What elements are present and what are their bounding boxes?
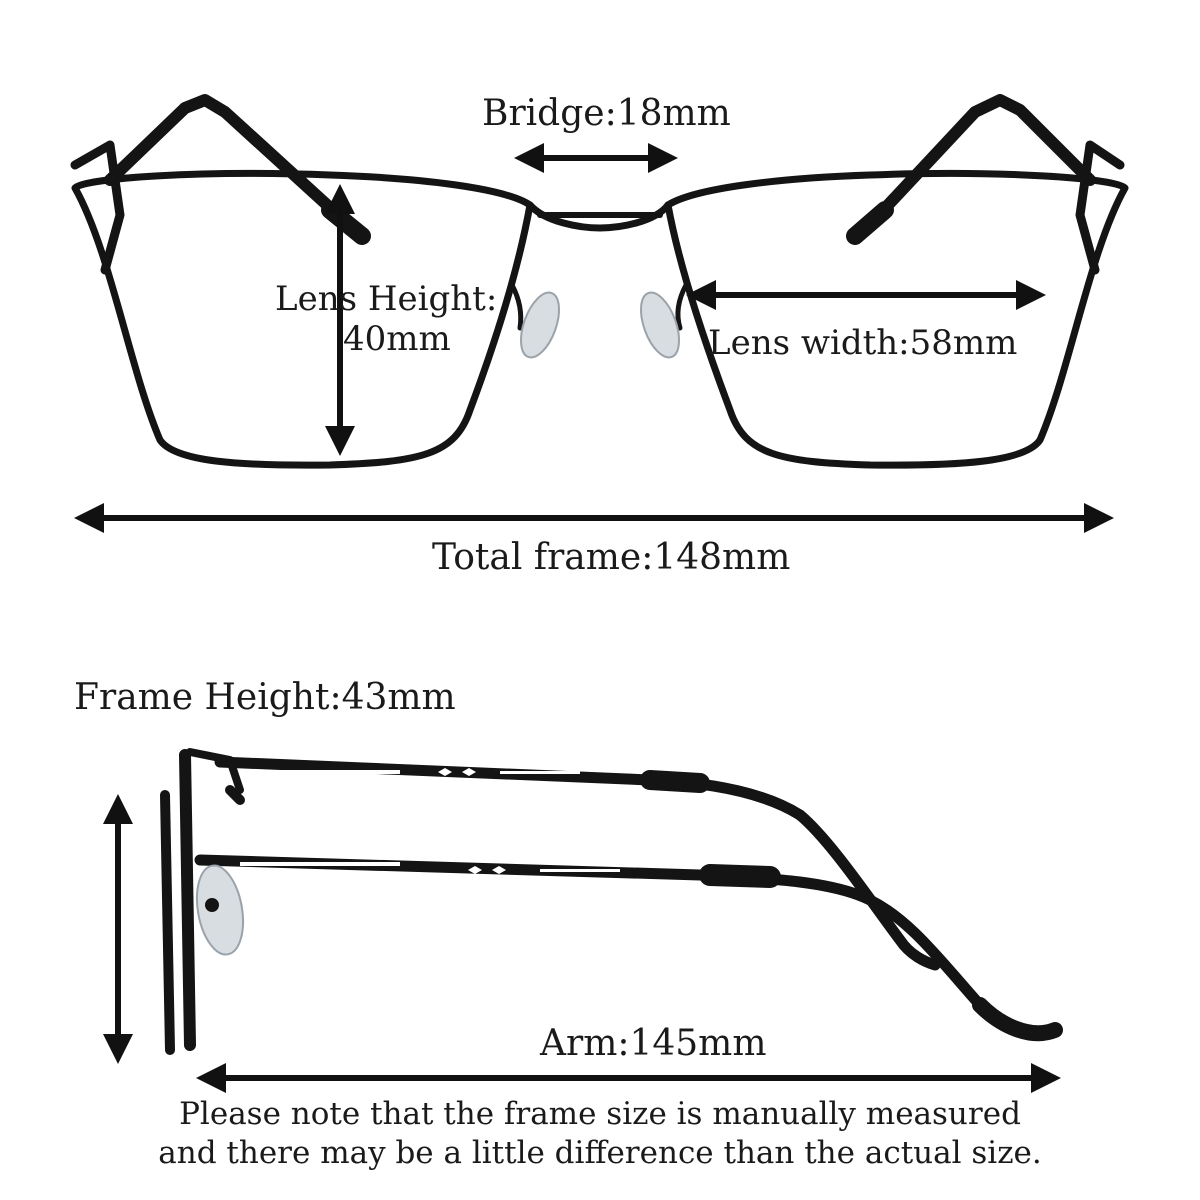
right-pad-arm <box>675 282 689 331</box>
temple-cutouts <box>240 768 620 874</box>
left-temple-arm <box>104 94 366 241</box>
bridge-label: Bridge:18mm <box>482 93 731 134</box>
lens-height-label-line2: 40mm <box>343 319 451 359</box>
disclaimer-line-1: Please note that the frame size is manua… <box>179 1096 1021 1132</box>
front-rim-profile <box>179 749 196 1051</box>
left-nose-pad <box>519 291 561 359</box>
arm-label: Arm:145mm <box>540 1023 767 1064</box>
lens-height-label-line1: Lens Height: <box>275 279 498 319</box>
upper-temple <box>214 756 806 821</box>
left-pad-arm <box>509 282 524 331</box>
lens-width-label: Lens width:58mm <box>708 323 1018 363</box>
left-lens-rim <box>71 169 534 469</box>
front-view-glasses <box>70 94 1129 469</box>
right-nose-pad <box>639 291 681 359</box>
total-frame-label: Total frame:148mm <box>432 537 791 578</box>
right-temple-arm <box>854 94 1096 241</box>
disclaimer-note: Please note that the frame size is manua… <box>100 1095 1100 1173</box>
frame-height-label: Frame Height:43mm <box>74 677 456 718</box>
right-lens-rim <box>664 169 1129 469</box>
side-view-glasses <box>160 748 1063 1055</box>
side-nose-pad <box>195 864 245 956</box>
disclaimer-line-2: and there may be a little difference tha… <box>158 1134 1042 1171</box>
